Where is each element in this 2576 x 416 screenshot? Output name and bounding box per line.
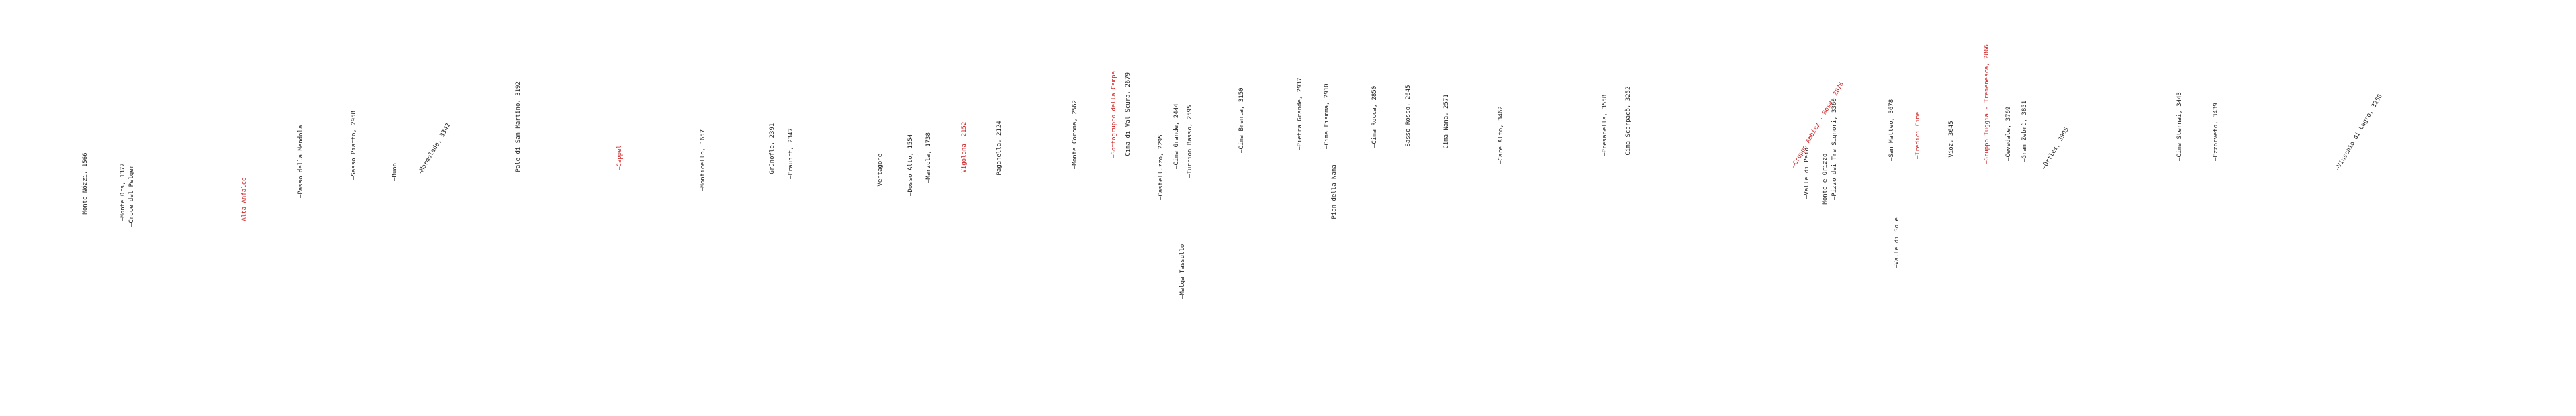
label-sasso-rosso: —Sasso Rosso, 2645 [1405, 85, 1412, 150]
label-turrion-basso: —Turrion Basso, 2595 [1187, 105, 1193, 178]
label-gran-zebru: —Gran Zebrù, 3851 [2021, 100, 2028, 162]
label-presanella: —Presanella, 3558 [1602, 94, 1608, 156]
label-cappel: —Cappel [616, 145, 623, 170]
label-cima-di-val-scura: —Cima di Val Scura, 2679 [1125, 72, 1132, 160]
label-sasso-piatto: —Sasso Piatto, 2958 [351, 111, 357, 180]
label-pian-della-nana: —Pian della Nana [1331, 164, 1338, 223]
label-ortles: —Ortles, 3905 [2041, 126, 2071, 171]
label-buon: —Buon [392, 162, 398, 181]
label-castelluzzo: —Castelluzzo, 2295 [1158, 134, 1164, 200]
label-san-matteo: —San Matteo, 3678 [1888, 99, 1895, 161]
label-valle-di-sole: —Valle di Sole [1894, 217, 1900, 268]
label-malga-tassullo: —Malga Tassullo [1179, 244, 1186, 299]
label-monte-corona: —Monte Corona, 2562 [1072, 100, 1078, 169]
label-monte-nozzi: —Monte Nózzi, 1566 [82, 152, 89, 218]
label-monte-e-orizzo: —Monte e Orizzo [1822, 153, 1829, 208]
label-cima-rocca: —Cima Rocca, 2850 [1371, 85, 1378, 148]
label-cima-nana: —Cima Nana, 2571 [1443, 94, 1450, 152]
label-sottogruppo-della-campa: —Sottogruppo della Campa [1111, 70, 1117, 158]
label-vinschio-di-lagro: —Vinschio di Lagro, 3256 [2334, 93, 2384, 172]
label-cima-grande: —Cima Grande, 2444 [1173, 103, 1180, 169]
label-marmolada: —Marmolada, 3342 [417, 122, 453, 176]
label-passo-della-mendola: —Passo della Mendola [297, 125, 304, 198]
label-vioz: —Vioz, 3645 [1948, 121, 1955, 161]
label-marzola: —Marzola, 1738 [925, 132, 932, 183]
label-pietra-grande: —Pietra Grande, 2937 [1297, 77, 1303, 150]
label-ventagone: —Ventagone [877, 153, 884, 190]
label-croce-del-pelger: —Croce del Pelger [128, 164, 135, 227]
label-cima-scarpaco: —Cima Scarpacò, 3252 [1625, 86, 1632, 159]
label-monticello: —Monticello, 1657 [700, 129, 706, 191]
label-tredici-cime: —Tredici Cime [1915, 111, 1921, 159]
label-cevedale: —Cevedale, 3769 [2005, 106, 2012, 161]
label-pale-di-san-martino: —Pale di San Martino, 3192 [515, 81, 522, 176]
label-pizzo-dei-tre-signori: —Pizzo dei Tre Signori, 3360 [1831, 98, 1838, 200]
label-paganella: —Paganella, 2124 [996, 121, 1003, 179]
label-cima-fiamma: —Cima Fiamma, 2910 [1324, 83, 1330, 149]
label-cime-sternai: —Cime Sternai, 3443 [2176, 92, 2183, 161]
label-valle-di-peio: —Valle di Peio [1804, 148, 1810, 199]
label-alta-anfalce: —Alta Anfalce [241, 177, 248, 225]
label-dosso-alto: —Dosso Alto, 1554 [907, 134, 914, 196]
label-gruppo-tuggia-tremenesca: —Gruppo Tuggia - Tremenesca, 2866 [1984, 44, 1990, 164]
label-frauhrt: —Frauhrt, 2347 [788, 128, 794, 179]
label-care-alto: —Care Alto, 3462 [1498, 106, 1504, 164]
label-monte-ors: —Monte Ors, 1377 [120, 163, 126, 221]
label-vigolana: —Vigolana, 2152 [961, 121, 968, 176]
label-grunofle: —Grünofle, 2391 [769, 123, 776, 178]
label-ezzorveto: —Ezzorveto, 3439 [2213, 103, 2219, 161]
label-cima-brenta: —Cima Brenta, 3150 [1238, 87, 1245, 153]
